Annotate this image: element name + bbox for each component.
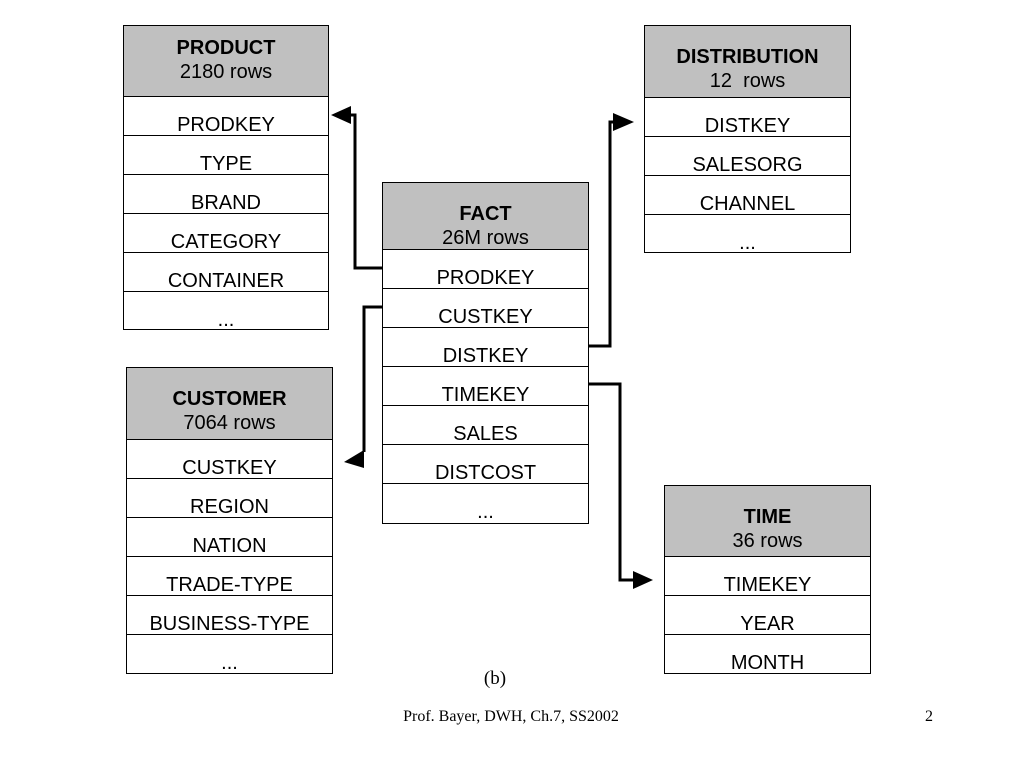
distribution-table-header: DISTRIBUTION 12 rows: [645, 26, 850, 98]
row-count: 12 rows: [709, 70, 786, 92]
arrowhead-icon: [633, 571, 653, 589]
field-row: BUSINESS-TYPE: [127, 596, 332, 635]
arrowhead-icon: [344, 450, 364, 468]
table-name: DISTRIBUTION: [676, 46, 819, 68]
table-name: CUSTOMER: [172, 388, 287, 410]
fact-table-header: FACT 26M rows: [383, 183, 588, 250]
field-row: TIMEKEY: [383, 367, 588, 406]
time-table: TIME 36 rows TIMEKEY YEAR MONTH: [664, 485, 871, 674]
fact-table: FACT 26M rows PRODKEY CUSTKEY DISTKEY TI…: [382, 182, 589, 524]
custkey-connector-line: [362, 305, 382, 452]
timekey-connector-line: [589, 382, 634, 582]
prodkey-connector-line: [349, 113, 382, 270]
row-count: 7064 rows: [183, 412, 276, 434]
row-count: 26M rows: [442, 227, 529, 249]
field-row: MONTH: [730, 652, 805, 674]
field-row: TRADE-TYPE: [127, 557, 332, 596]
field-row: PRODKEY: [124, 97, 328, 136]
product-table: PRODUCT 2180 rows PRODKEY TYPE BRAND CAT…: [123, 25, 329, 330]
table-name: PRODUCT: [176, 37, 276, 59]
customer-table: CUSTOMER 7064 rows CUSTKEY REGION NATION…: [126, 367, 333, 674]
field-row: PRODKEY: [383, 250, 588, 289]
page-number: 2: [925, 708, 933, 725]
field-row: ...: [217, 309, 235, 331]
arrowhead-icon: [331, 106, 351, 124]
product-table-header: PRODUCT 2180 rows: [124, 26, 328, 97]
field-row: REGION: [127, 479, 332, 518]
field-row: YEAR: [665, 596, 870, 635]
distribution-table: DISTRIBUTION 12 rows DISTKEY SALESORG CH…: [644, 25, 851, 253]
field-row: DISTKEY: [645, 98, 850, 137]
row-count: 36 rows: [732, 530, 803, 552]
field-row: ...: [739, 232, 756, 254]
distkey-connector-line: [589, 120, 614, 348]
field-row: CATEGORY: [124, 214, 328, 253]
field-row: ...: [221, 652, 238, 674]
field-row: CONTAINER: [124, 253, 328, 292]
field-row: SALES: [383, 406, 588, 445]
field-row: BRAND: [124, 175, 328, 214]
footer-text: Prof. Bayer, DWH, Ch.7, SS2002: [403, 708, 619, 725]
field-row: SALESORG: [645, 137, 850, 176]
row-count: 2180 rows: [179, 61, 273, 83]
table-name: FACT: [459, 203, 512, 225]
customer-table-header: CUSTOMER 7064 rows: [127, 368, 332, 440]
figure-caption: (b): [0, 668, 1024, 690]
field-row: NATION: [127, 518, 332, 557]
field-row: DISTCOST: [383, 445, 588, 484]
field-row: CHANNEL: [645, 176, 850, 215]
caption-text: (b): [483, 668, 507, 689]
slide-footer: Prof. Bayer, DWH, Ch.7, SS2002: [0, 708, 1024, 726]
field-row: DISTKEY: [383, 328, 588, 367]
field-row: CUSTKEY: [127, 440, 332, 479]
field-row: TYPE: [124, 136, 328, 175]
field-row: TIMEKEY: [665, 557, 870, 596]
time-table-header: TIME 36 rows: [665, 486, 870, 557]
arrowhead-icon: [613, 113, 634, 131]
field-row: CUSTKEY: [383, 289, 588, 328]
table-name: TIME: [743, 506, 792, 528]
field-row: ...: [477, 501, 494, 523]
